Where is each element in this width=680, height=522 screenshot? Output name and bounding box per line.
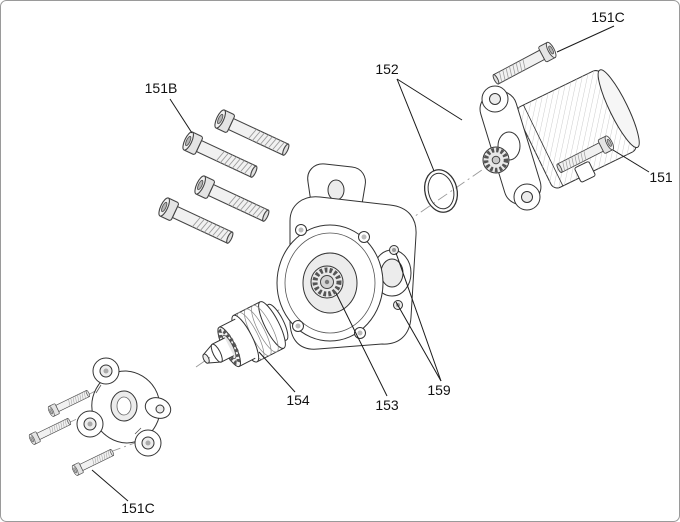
splined-shaft <box>310 265 344 299</box>
part-label-153: 153 <box>375 397 399 413</box>
leader-line-151 <box>612 149 650 173</box>
leader-line-152b <box>396 78 435 172</box>
motor-mounting-flange <box>479 85 542 211</box>
o-ring <box>423 169 459 213</box>
leader-line-154 <box>258 351 296 393</box>
leader-line-151c-bottom <box>91 469 129 502</box>
part-label-154: 154 <box>286 392 310 408</box>
leader-line-151c-top <box>556 25 615 53</box>
part-label-159: 159 <box>427 382 451 398</box>
part-label-152: 152 <box>375 61 399 77</box>
leader-line-159b <box>395 301 442 382</box>
leader-line-151b <box>169 98 193 134</box>
starter-motor-body <box>516 69 640 189</box>
pinion-gear <box>482 146 510 174</box>
part-label-151: 151 <box>649 169 673 185</box>
mounting-bracket <box>76 357 172 457</box>
part-label-151c-top: 151C <box>591 9 624 25</box>
drive-gear-assembly <box>202 301 289 368</box>
leader-line-159a <box>395 252 442 382</box>
leader-line-152a <box>396 78 463 121</box>
part-label-151c-bottom: 151C <box>121 500 154 516</box>
leader-line-153 <box>335 292 388 397</box>
part-label-151b: 151B <box>145 80 178 96</box>
